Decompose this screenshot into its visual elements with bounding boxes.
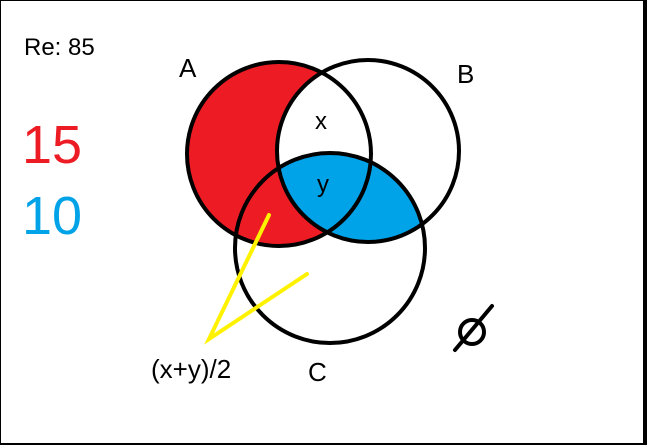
set-label-b: B: [457, 59, 475, 89]
blue-region-value: 10: [22, 186, 83, 246]
region-label-y: y: [317, 171, 329, 198]
formula-pointer: [204, 213, 309, 345]
result-label: Re: 85: [24, 34, 95, 61]
red-region-value: 15: [22, 115, 83, 175]
circle-b: [275, 58, 461, 244]
set-label-a: A: [179, 53, 197, 83]
set-label-c: C: [308, 357, 327, 387]
circle-a: [185, 60, 373, 248]
formula-label: (x+y)/2: [151, 354, 232, 384]
region-label-x: x: [315, 108, 327, 135]
circle-c: [233, 151, 427, 345]
empty-set-icon: [453, 304, 494, 352]
